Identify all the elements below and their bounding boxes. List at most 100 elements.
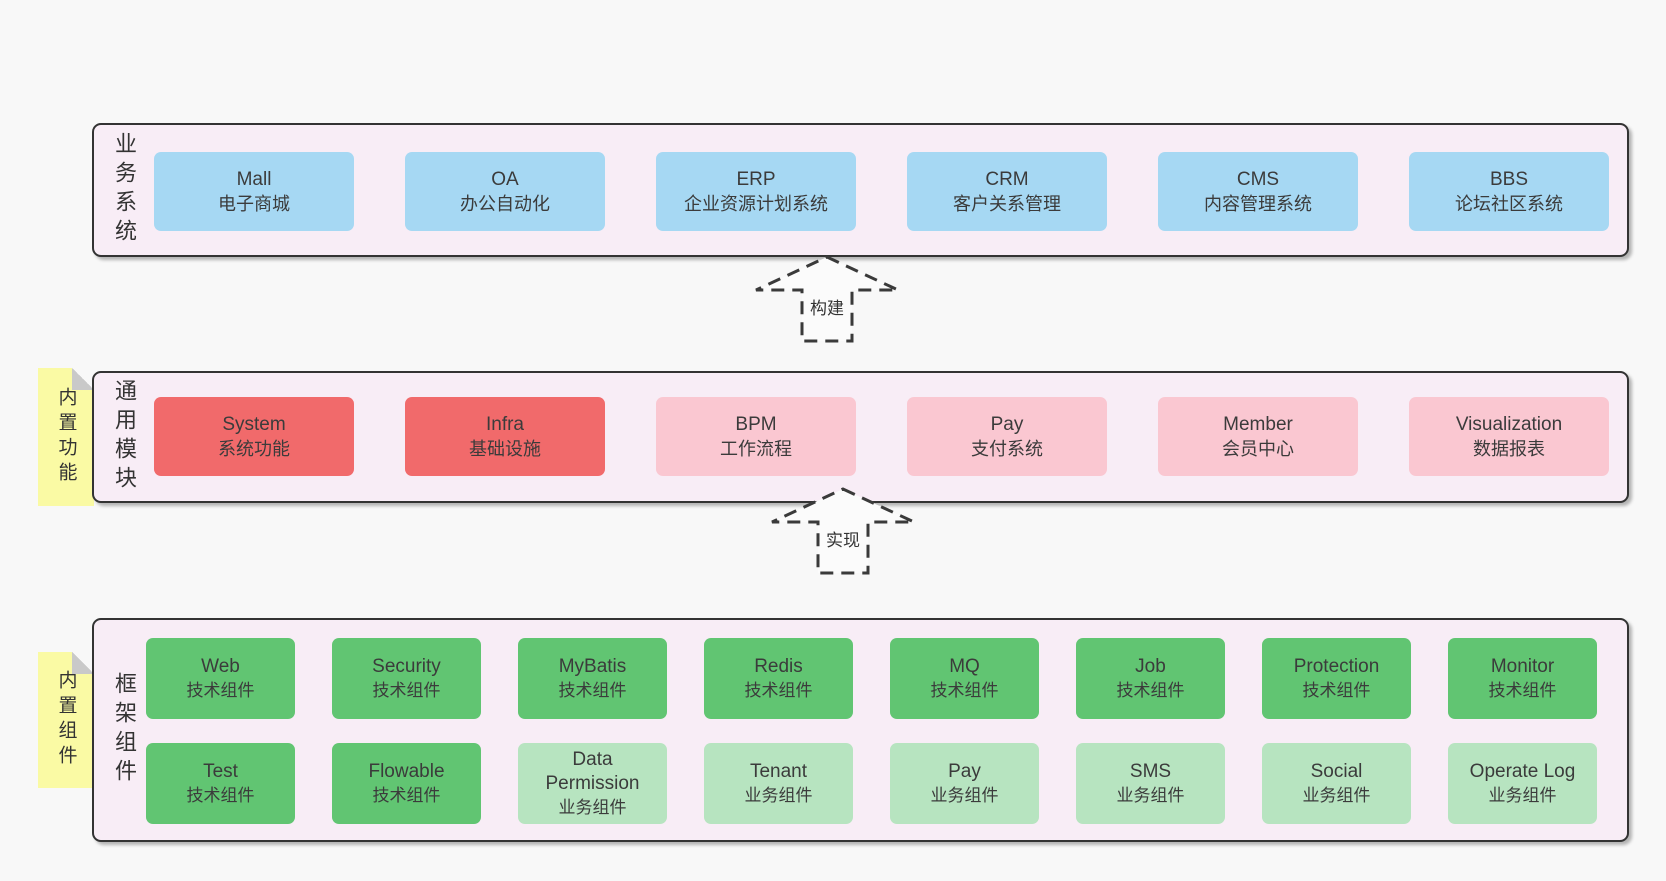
box-flowable-name: Flowable <box>368 760 445 782</box>
box-security: Security 技术组件 <box>332 638 481 719</box>
layer-components-label: 框架组件 <box>112 672 137 788</box>
box-visualization: Visualization 数据报表 <box>1409 397 1609 476</box>
box-social-desc: 业务组件 <box>1302 785 1371 805</box>
box-security-desc: 技术组件 <box>372 680 441 700</box>
box-web: Web 技术组件 <box>146 638 295 719</box>
layer-business-label: 业务系统 <box>112 132 137 248</box>
arrow-implement: 实现 <box>768 486 918 576</box>
box-member: Member 会员中心 <box>1158 397 1358 476</box>
box-bbs: BBS 论坛社区系统 <box>1409 152 1609 231</box>
box-pay-module-name: Pay <box>990 413 1024 435</box>
box-mybatis: MyBatis 技术组件 <box>518 638 667 719</box>
box-mq-desc: 技术组件 <box>930 680 999 700</box>
box-flowable: Flowable 技术组件 <box>332 743 481 824</box>
box-system-desc: 系统功能 <box>218 438 290 459</box>
box-infra: Infra 基础设施 <box>405 397 605 476</box>
box-operate-log: Operate Log 业务组件 <box>1448 743 1597 824</box>
box-mall-name: Mall <box>236 168 272 190</box>
box-bpm: BPM 工作流程 <box>656 397 856 476</box>
box-infra-name: Infra <box>485 413 525 435</box>
box-bbs-name: BBS <box>1489 168 1529 190</box>
box-job-desc: 技术组件 <box>1116 680 1185 700</box>
box-pay-component-desc: 业务组件 <box>930 785 999 805</box>
box-protection-desc: 技术组件 <box>1302 680 1371 700</box>
box-oa-desc: 办公自动化 <box>460 193 550 214</box>
box-monitor-name: Monitor <box>1490 655 1555 677</box>
box-data-permission-name: Data Permission <box>545 748 640 794</box>
box-bpm-name: BPM <box>735 413 777 435</box>
box-job-name: Job <box>1135 655 1166 677</box>
box-sms-name: SMS <box>1129 760 1172 782</box>
note-fold-corner-icon <box>72 368 94 390</box>
box-mq-name: MQ <box>949 655 980 677</box>
box-erp-name: ERP <box>736 168 776 190</box>
box-oa-name: OA <box>491 168 519 190</box>
box-tenant-name: Tenant <box>749 760 808 782</box>
box-member-desc: 会员中心 <box>1222 438 1294 459</box>
box-mq: MQ 技术组件 <box>890 638 1039 719</box>
box-operate-log-name: Operate Log <box>1469 760 1576 782</box>
box-web-desc: 技术组件 <box>186 680 255 700</box>
box-job: Job 技术组件 <box>1076 638 1225 719</box>
box-cms: CMS 内容管理系统 <box>1158 152 1358 231</box>
box-visualization-name: Visualization <box>1455 413 1563 435</box>
box-oa: OA 办公自动化 <box>405 152 605 231</box>
box-crm: CRM 客户关系管理 <box>907 152 1107 231</box>
modules-boxes-row: System 系统功能 Infra 基础设施 BPM 工作流程 Pay 支付系统 Member 会… <box>154 397 1609 476</box>
arrow-build: 构建 <box>752 254 902 344</box>
sticky-note-builtin-components-label: 内置组件 <box>55 670 77 770</box>
box-mall: Mall 电子商城 <box>154 152 354 231</box>
box-tenant: Tenant 业务组件 <box>704 743 853 824</box>
box-monitor: Monitor 技术组件 <box>1448 638 1597 719</box>
box-test-desc: 技术组件 <box>186 785 255 805</box>
box-operate-log-desc: 业务组件 <box>1488 785 1557 805</box>
box-test-name: Test <box>203 760 238 782</box>
box-mybatis-desc: 技术组件 <box>558 680 627 700</box>
box-crm-name: CRM <box>985 168 1029 190</box>
box-sms-desc: 业务组件 <box>1116 785 1185 805</box>
box-system-name: System <box>222 413 286 435</box>
box-data-permission: Data Permission 业务组件 <box>518 743 667 824</box>
box-cms-desc: 内容管理系统 <box>1204 193 1312 214</box>
box-web-name: Web <box>201 655 240 677</box>
box-redis-name: Redis <box>754 655 803 677</box>
box-infra-desc: 基础设施 <box>469 438 541 459</box>
note-fold-corner-icon <box>72 652 94 674</box>
box-redis: Redis 技术组件 <box>704 638 853 719</box>
box-pay-module-desc: 支付系统 <box>971 438 1043 459</box>
box-bbs-desc: 论坛社区系统 <box>1455 193 1563 214</box>
arrow-build-label: 构建 <box>807 294 847 319</box>
sticky-note-builtin-features-label: 内置功能 <box>55 387 77 487</box>
box-tenant-desc: 业务组件 <box>744 785 813 805</box>
sticky-note-builtin-components: 内置组件 <box>38 652 94 788</box>
box-security-name: Security <box>372 655 441 677</box>
box-protection: Protection 技术组件 <box>1262 638 1411 719</box>
box-flowable-desc: 技术组件 <box>372 785 441 805</box>
box-monitor-desc: 技术组件 <box>1488 680 1557 700</box>
box-bpm-desc: 工作流程 <box>720 438 792 459</box>
layer-modules-label: 通用模块 <box>112 379 137 495</box>
box-mybatis-name: MyBatis <box>558 655 627 677</box>
box-visualization-desc: 数据报表 <box>1473 438 1545 459</box>
box-pay-component-name: Pay <box>948 760 981 782</box>
box-pay-component: Pay 业务组件 <box>890 743 1039 824</box>
box-system: System 系统功能 <box>154 397 354 476</box>
box-mall-desc: 电子商城 <box>218 193 290 214</box>
box-pay-module: Pay 支付系统 <box>907 397 1107 476</box>
box-cms-name: CMS <box>1236 168 1280 190</box>
box-data-permission-desc: 业务组件 <box>558 797 627 817</box>
arrow-implement-label: 实现 <box>823 526 863 551</box>
box-member-name: Member <box>1223 413 1293 435</box>
layer-common-modules: 通用模块 System 系统功能 Infra 基础设施 BPM 工作流程 Pay 支付系统 Me… <box>92 371 1629 503</box>
sticky-note-builtin-features: 内置功能 <box>38 368 94 506</box>
box-crm-desc: 客户关系管理 <box>953 193 1061 214</box>
box-redis-desc: 技术组件 <box>744 680 813 700</box>
box-protection-name: Protection <box>1293 655 1380 677</box>
